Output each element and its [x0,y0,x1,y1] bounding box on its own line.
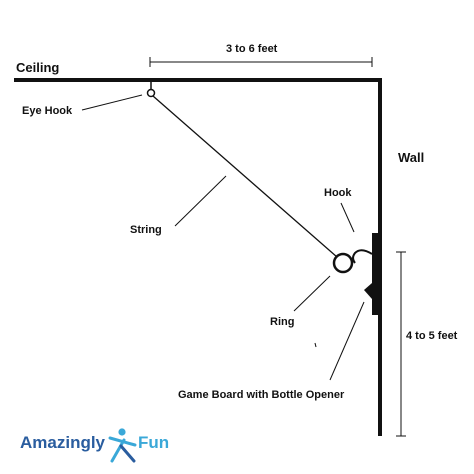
stray-mark [314,342,317,348]
game-board-pointer [329,301,365,381]
ring-icon [332,252,354,274]
string-label: String [130,224,162,236]
ring-label: Ring [270,316,294,328]
hook-label: Hook [324,187,352,199]
hook-pointer [340,202,355,233]
eye-hook-label: Eye Hook [22,105,73,117]
game-board-label: Game Board with Bottle Opener [178,389,345,401]
ceiling-distance-label: 3 to 6 feet [226,43,278,55]
bottle-opener-icon [364,283,372,299]
logo-figure-icon [108,428,137,463]
eye-hook-icon [146,88,156,98]
logo-text-amazingly: Amazingly [20,433,106,452]
hook-icon [352,249,373,264]
logo-text-fun: Fun [138,433,169,452]
wall-label: Wall [398,150,424,165]
string-line [152,95,338,258]
ceiling-label: Ceiling [16,60,59,75]
wall-distance-label: 4 to 5 feet [406,330,458,342]
eye-hook-pointer [81,94,143,111]
amazingly-fun-logo: Amazingly Fun [20,428,169,463]
game-board [372,233,378,315]
ring-pointer [293,275,331,312]
wall-dimension [396,251,406,437]
ceiling-dimension [149,57,373,67]
string-pointer [174,175,227,227]
